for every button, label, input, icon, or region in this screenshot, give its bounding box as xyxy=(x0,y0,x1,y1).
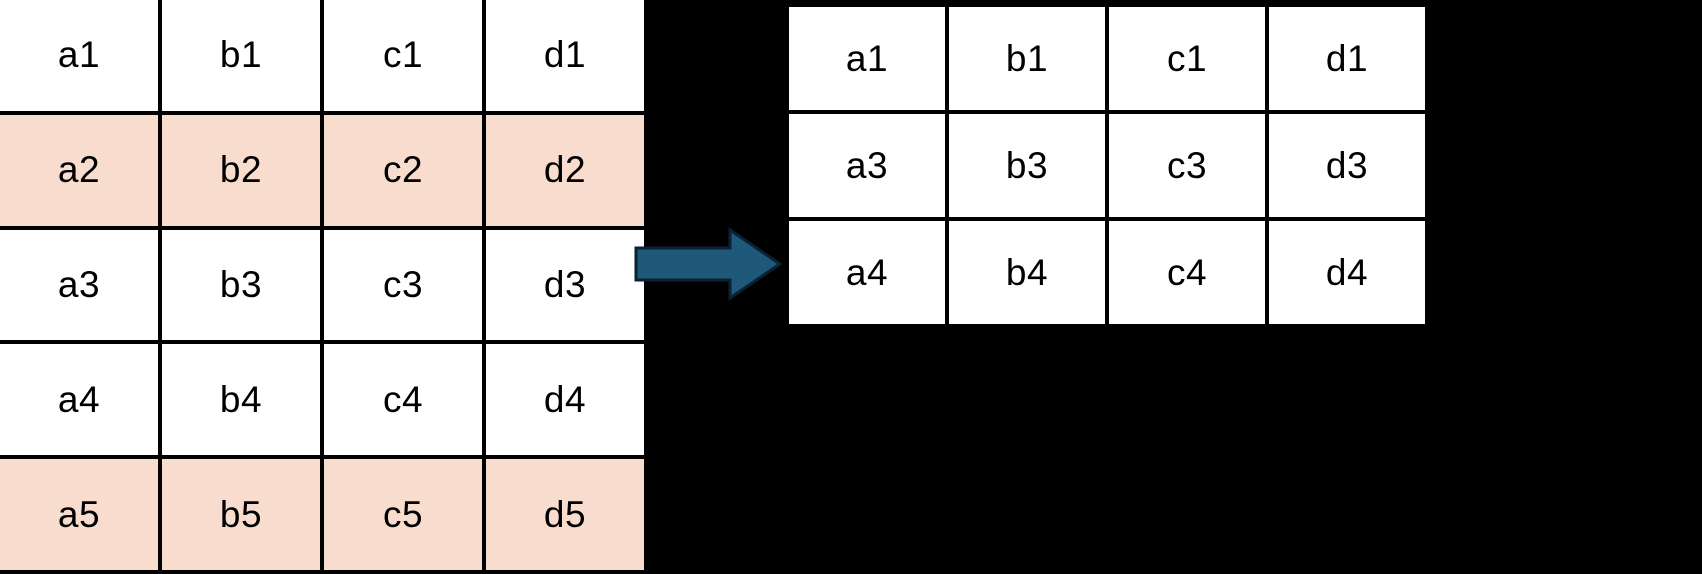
table-cell-highlighted[interactable]: b5 xyxy=(158,455,324,574)
table-row: a4 b4 c4 d4 xyxy=(785,217,1429,328)
table-cell[interactable]: a4 xyxy=(0,340,162,460)
table-cell[interactable]: d3 xyxy=(1265,110,1429,221)
table-cell[interactable]: a4 xyxy=(785,217,949,328)
table-cell[interactable]: d4 xyxy=(482,340,648,460)
table-cell[interactable]: d3 xyxy=(482,225,648,345)
table-cell-highlighted[interactable]: d5 xyxy=(482,455,648,574)
right-arrow-icon xyxy=(634,227,783,301)
table-cell-highlighted[interactable]: a2 xyxy=(0,110,162,230)
table-row: a2 b2 c2 d2 xyxy=(0,110,648,230)
table-cell[interactable]: a3 xyxy=(0,225,162,345)
table-cell[interactable]: b4 xyxy=(945,217,1109,328)
table-row: a1 b1 c1 d1 xyxy=(785,3,1429,114)
table-cell[interactable]: c3 xyxy=(320,225,486,345)
table-cell[interactable]: a1 xyxy=(785,3,949,114)
table-cell-highlighted[interactable]: d2 xyxy=(482,110,648,230)
source-table: a1 b1 c1 d1 a2 b2 c2 d2 a3 b3 c3 d3 a4 b… xyxy=(0,0,648,574)
table-cell-highlighted[interactable]: b2 xyxy=(158,110,324,230)
table-cell-highlighted[interactable]: c5 xyxy=(320,455,486,574)
right-arrow-shape xyxy=(634,227,783,301)
table-cell[interactable]: b1 xyxy=(158,0,324,115)
table-row: a1 b1 c1 d1 xyxy=(0,0,648,115)
result-table: a1 b1 c1 d1 a3 b3 c3 d3 a4 b4 c4 d4 xyxy=(785,3,1429,328)
table-cell[interactable]: a3 xyxy=(785,110,949,221)
table-cell[interactable]: a1 xyxy=(0,0,162,115)
table-cell-highlighted[interactable]: c2 xyxy=(320,110,486,230)
table-cell[interactable]: b3 xyxy=(158,225,324,345)
table-cell[interactable]: d1 xyxy=(482,0,648,115)
table-cell[interactable]: c1 xyxy=(320,0,486,115)
table-cell[interactable]: c4 xyxy=(320,340,486,460)
table-cell[interactable]: b1 xyxy=(945,3,1109,114)
table-cell-highlighted[interactable]: a5 xyxy=(0,455,162,574)
table-cell[interactable]: b4 xyxy=(158,340,324,460)
result-table-body: a1 b1 c1 d1 a3 b3 c3 d3 a4 b4 c4 d4 xyxy=(785,3,1429,328)
table-cell[interactable]: d4 xyxy=(1265,217,1429,328)
table-row: a4 b4 c4 d4 xyxy=(0,340,648,460)
table-cell[interactable]: c1 xyxy=(1105,3,1269,114)
source-table-body: a1 b1 c1 d1 a2 b2 c2 d2 a3 b3 c3 d3 a4 b… xyxy=(0,0,648,574)
table-row: a5 b5 c5 d5 xyxy=(0,455,648,574)
table-cell[interactable]: d1 xyxy=(1265,3,1429,114)
table-cell[interactable]: c3 xyxy=(1105,110,1269,221)
table-row: a3 b3 c3 d3 xyxy=(785,110,1429,221)
table-cell[interactable]: c4 xyxy=(1105,217,1269,328)
table-row: a3 b3 c3 d3 xyxy=(0,225,648,345)
table-cell[interactable]: b3 xyxy=(945,110,1109,221)
